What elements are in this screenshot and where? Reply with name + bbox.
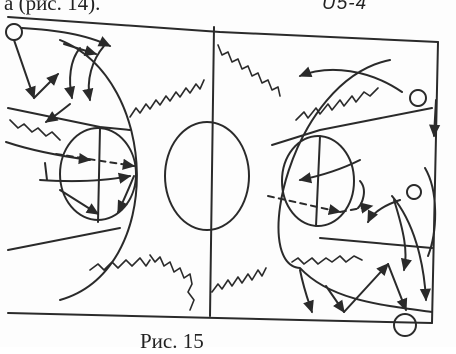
pass-arrow-left-top: [44, 103, 71, 123]
shot-arrow-right-1: [267, 195, 342, 216]
dribble-path-center-bottom-right: [211, 267, 267, 293]
scheme-code-label: U5-4: [322, 0, 368, 14]
right-basket-stand: [357, 180, 365, 209]
player-circle-top-right: [409, 89, 427, 107]
pass-arrow-left-bottom-1: [117, 175, 135, 214]
pass-arrow-right-bottom-2: [343, 262, 389, 313]
pass-arrow-top-left-3: [21, 27, 112, 47]
top-caption: а (рис. 14).: [4, 0, 101, 15]
pass-arrow-right-center: [298, 159, 361, 184]
left-key-bottom: [7, 227, 121, 251]
dribble-path-right-bottom: [291, 255, 363, 265]
shot-arrow-right-2: [339, 202, 374, 214]
dribble-path-center-top-right: [217, 44, 281, 97]
left-key-top: [7, 107, 131, 131]
right-free-throw-circle: [281, 135, 355, 227]
pass-arrow-top-left-1: [13, 39, 36, 100]
right-three-point-arc: [277, 59, 433, 313]
pass-arrow-right-bottom-4: [299, 269, 314, 314]
pass-arrow-left-bottom-2: [59, 189, 100, 215]
pass-arrow-left-low: [39, 172, 132, 184]
player-circle-bottom-right: [393, 313, 417, 337]
shot-arrow-left-basket: [55, 153, 136, 170]
pass-arrow-right-bottom-1: [325, 285, 345, 314]
pass-arrow-right-corner: [429, 99, 441, 138]
left-basket-stand: [44, 162, 48, 181]
pass-arrow-right-backboard: [391, 195, 432, 302]
pass-arrow-right-bottom-3: [387, 263, 408, 312]
dribble-path-right-top: [295, 87, 379, 121]
right-key-bottom: [319, 237, 433, 249]
pass-arrow-right-low: [393, 199, 412, 272]
pass-arrow-top-left-5: [64, 47, 81, 100]
court-sideline-top: [7, 16, 439, 43]
player-circle-top-left: [5, 23, 23, 41]
court-sideline-bottom: [7, 312, 433, 324]
center-circle: [164, 121, 250, 231]
right-backboard: [424, 167, 437, 257]
dribble-path-left-bottom: [89, 257, 151, 271]
pass-arrow-right-top: [298, 66, 403, 93]
pass-arrow-top-left-6: [82, 45, 105, 102]
figure-caption: Рис. 15: [140, 329, 204, 353]
pass-arrow-top-left-2: [33, 73, 59, 99]
court-endline-right: [431, 41, 439, 324]
right-free-throw-line: [315, 135, 321, 227]
dribble-path-left-lane: [9, 119, 61, 141]
dribble-path-center-bottom-left: [149, 254, 195, 311]
left-free-throw-line: [97, 127, 101, 223]
player-circle-right-basket: [406, 184, 422, 200]
center-line: [209, 26, 215, 317]
right-key-top: [271, 107, 433, 146]
dribble-path-left-top: [129, 79, 205, 118]
